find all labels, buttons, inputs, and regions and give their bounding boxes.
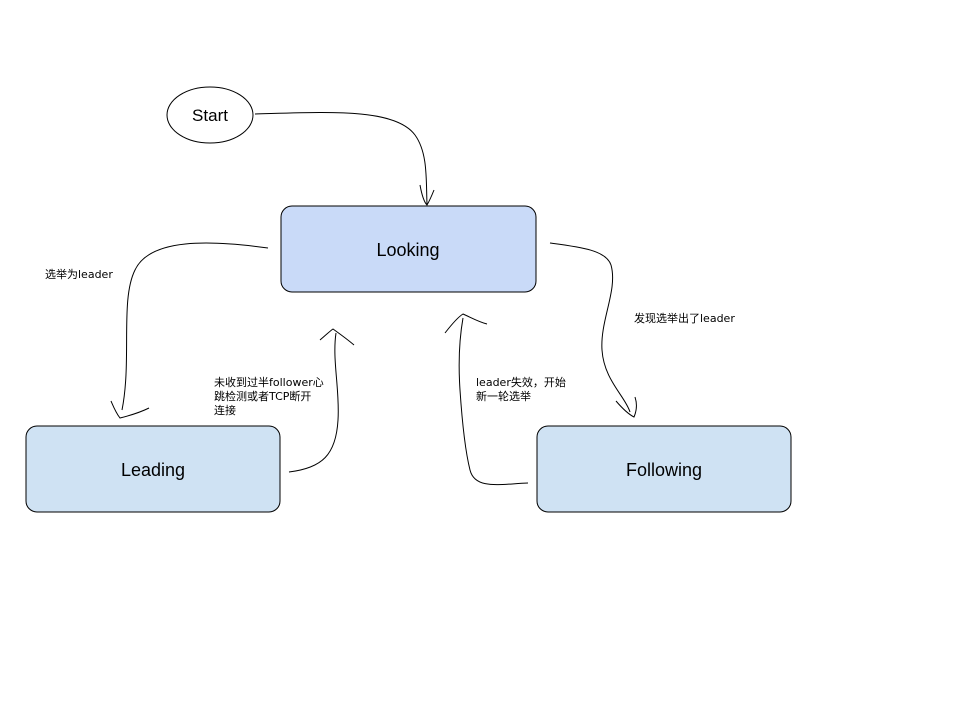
arrowhead-looking-to-following [615, 396, 637, 418]
start-node[interactable] [166, 86, 254, 144]
edge-looking-to-following [549, 242, 631, 413]
following-node[interactable] [536, 425, 792, 513]
looking-node[interactable] [280, 205, 537, 293]
start-node-label: Start [192, 106, 228, 125]
label-following-to-looking: leader失效，开始 新一轮选举 [476, 376, 566, 403]
leading-node-label: Leading [121, 460, 185, 480]
label-leading-to-looking: 未收到过半follower心 跳检测或者TCP断开 连接 [214, 376, 324, 417]
arrowhead-leading-to-looking [319, 328, 355, 346]
leading-node[interactable] [25, 425, 281, 513]
arrowhead-start-to-looking [419, 184, 435, 206]
edge-following-to-looking [458, 317, 529, 486]
following-node-label: Following [626, 460, 702, 480]
arrowhead-looking-to-leading [110, 400, 150, 419]
edge-start-to-looking [254, 112, 428, 205]
edge-leading-to-looking [288, 332, 339, 473]
arrowhead-following-to-looking [444, 313, 488, 334]
label-looking-to-following: 发现选举出了leader [634, 312, 735, 325]
edge-looking-to-leading [121, 242, 269, 411]
looking-node-label: Looking [376, 240, 439, 260]
label-looking-to-leading: 选举为leader [45, 268, 113, 281]
